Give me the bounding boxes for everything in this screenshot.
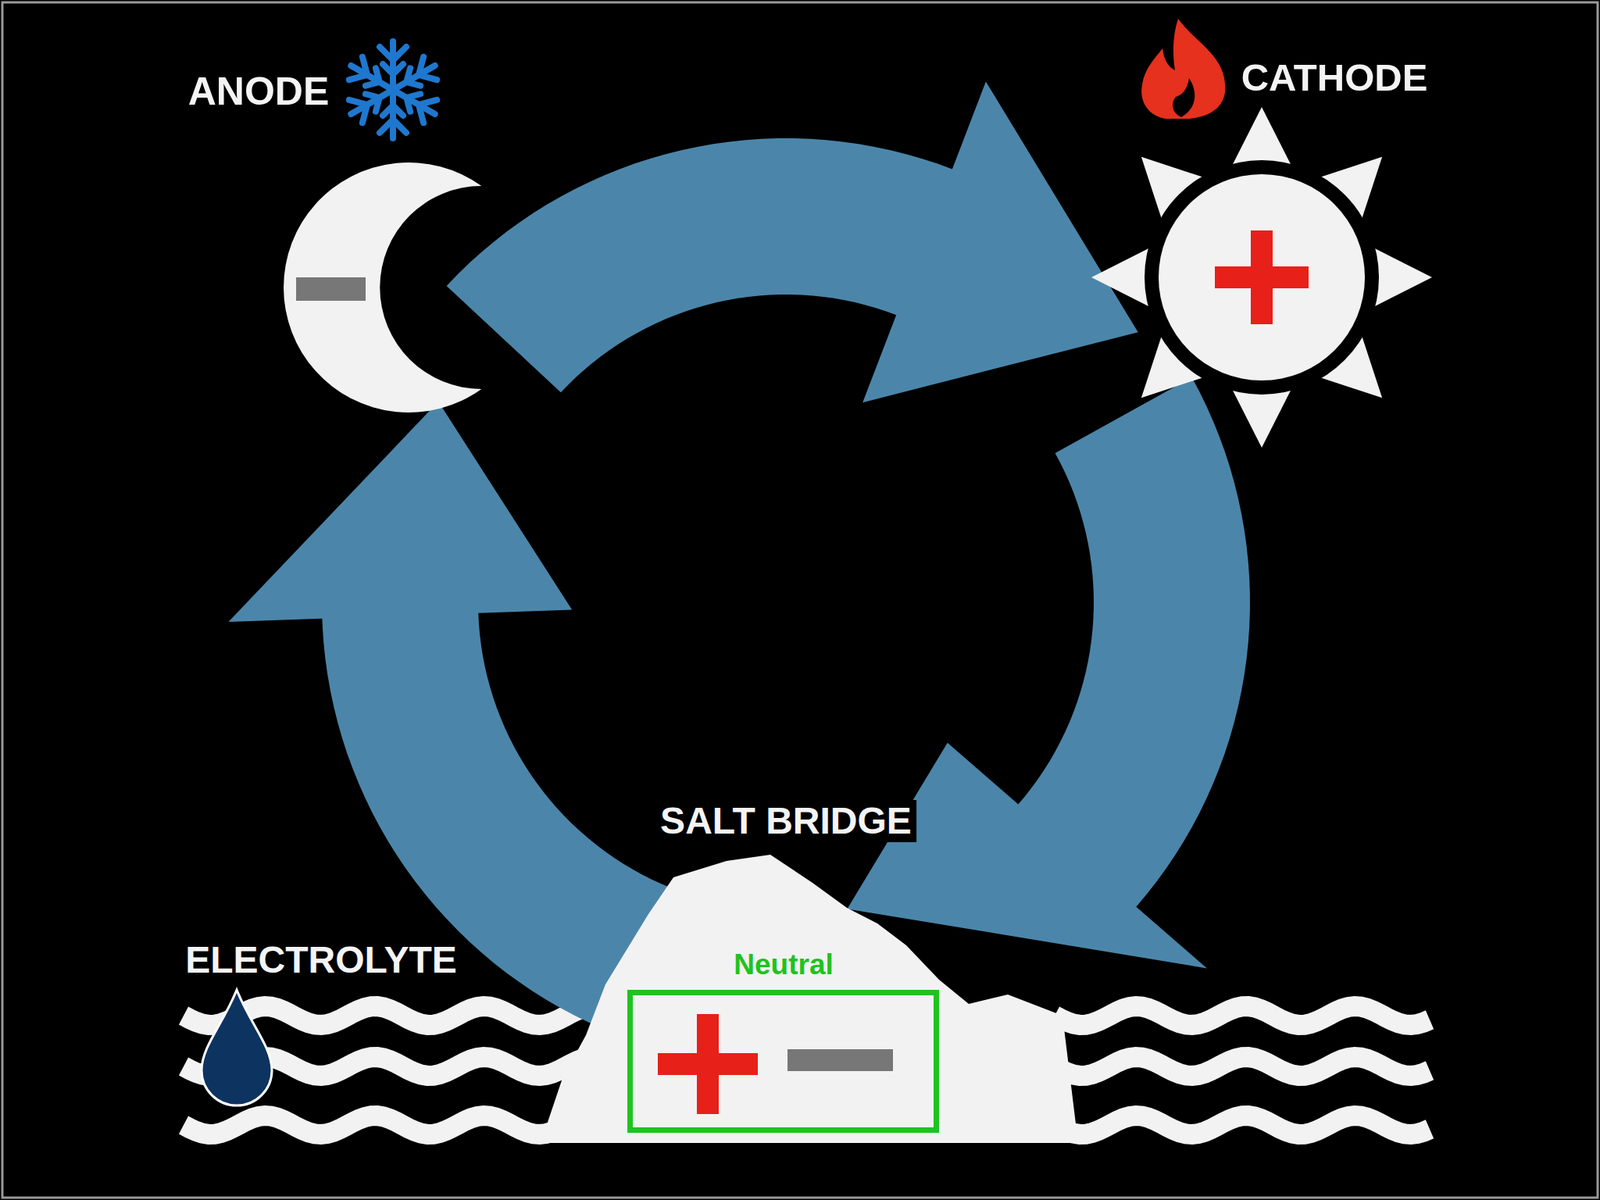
- node-outline: [627, 989, 940, 1133]
- moon-shape: [283, 162, 482, 413]
- part-label: ELECTROLYTE: [185, 941, 458, 979]
- wave-band: [1054, 1057, 1430, 1076]
- minus-sign: [787, 1049, 893, 1072]
- node-outline: [1161, 177, 1362, 378]
- node-outline: [283, 162, 484, 413]
- cathode-sun: CATHODE: [1161, 177, 1362, 378]
- neutral-box: [630, 992, 937, 1131]
- node-heading: SALT BRIDGE: [655, 800, 917, 843]
- minus-sign: [296, 277, 366, 301]
- snowflake-icon: [344, 41, 442, 139]
- node-heading: ANODE: [188, 71, 330, 111]
- node-heading: CATHODE: [1241, 58, 1429, 97]
- wave-band: [183, 1115, 584, 1135]
- plus-sign: [1214, 230, 1309, 325]
- drop-icon: [201, 989, 272, 1106]
- wave-band: [1054, 1006, 1430, 1025]
- sun-shape: [1091, 107, 1433, 448]
- neutral-box: Neutral: [627, 989, 940, 1133]
- plus-sign: [657, 1014, 758, 1115]
- flame-icon: [1141, 18, 1225, 119]
- cycle-arrow: [446, 81, 1139, 403]
- salt-bridge-iceberg: SALT BRIDGENeutral: [531, 843, 1079, 1143]
- node-heading: Neutral: [733, 950, 833, 979]
- anode-moon: ANODE: [283, 162, 484, 413]
- cycle-arrow: [846, 377, 1250, 968]
- wave-band: [1054, 1115, 1430, 1135]
- iceberg-shape: [540, 854, 1079, 1143]
